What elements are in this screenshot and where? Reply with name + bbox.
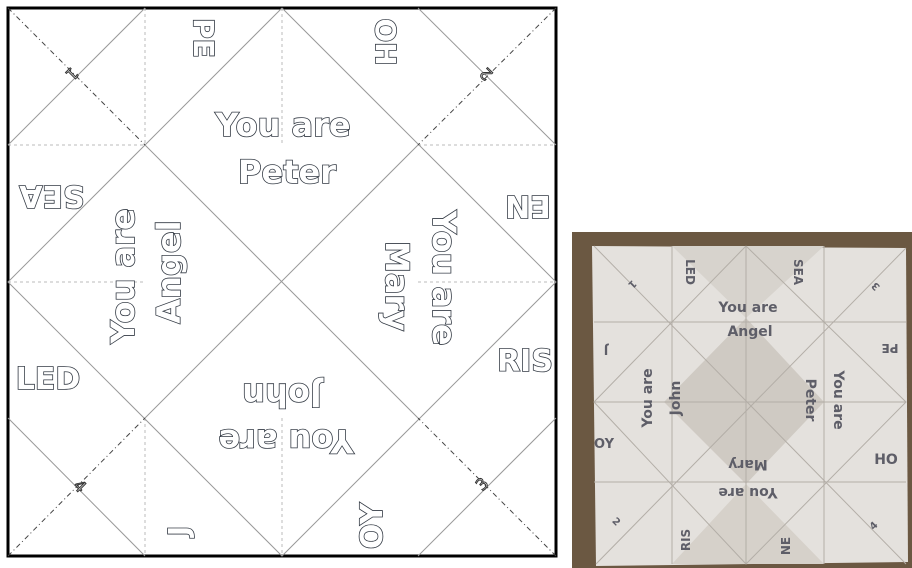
photo-panel-mary-prefix: You are (718, 484, 778, 500)
photo-panel-john-name: John (668, 381, 684, 417)
photo-word-j: J (604, 343, 609, 357)
photo-word-oy: OY (594, 437, 615, 452)
photo-panel-peter-prefix: You are (830, 369, 846, 429)
corner-word-sea: SEA (19, 178, 85, 213)
photo-panel-mary-name: Mary (728, 456, 767, 472)
corner-word-ris: RIS (497, 344, 553, 379)
photo-panel-john-prefix: You are (640, 368, 656, 428)
photo-word-ris: RIS (679, 529, 693, 551)
corner-word-pe: PE (187, 18, 220, 58)
panel-angel-name: Angel (150, 220, 188, 323)
photo-word-pe: PE (882, 341, 899, 355)
folded-paper-photo: 1 2 3 4 LED SEA J PE OY HO RIS NE You ar… (572, 232, 912, 568)
photo-word-ne: NE (779, 537, 793, 555)
photo-word-ho: HO (874, 452, 898, 468)
photo-panel-peter-name: Peter (802, 379, 818, 422)
corner-word-j: J (162, 526, 195, 538)
panel-mary-name: Mary (378, 241, 416, 331)
panel-angel-prefix: You are (104, 208, 142, 344)
panel-peter-name: Peter (238, 153, 336, 191)
panel-mary-prefix: You are (425, 209, 463, 345)
corner-word-oh: OH (369, 18, 402, 65)
corner-word-en: EN (505, 188, 551, 223)
panel-john-prefix: You are (218, 422, 354, 460)
photo-word-led: LED (683, 259, 697, 285)
photo-panel-angel-prefix: You are (717, 300, 777, 316)
photo-panel-angel-name: Angel (727, 324, 772, 340)
panel-john-name: John (242, 376, 323, 414)
corner-word-oy: OY (355, 502, 390, 549)
fortune-teller-template: 1 2 3 4 PE OH SEA EN LED RIS J OY You ar… (0, 0, 562, 562)
panel-peter-prefix: You are (214, 106, 350, 144)
corner-word-led: LED (16, 362, 81, 397)
photo-word-sea: SEA (791, 259, 805, 286)
